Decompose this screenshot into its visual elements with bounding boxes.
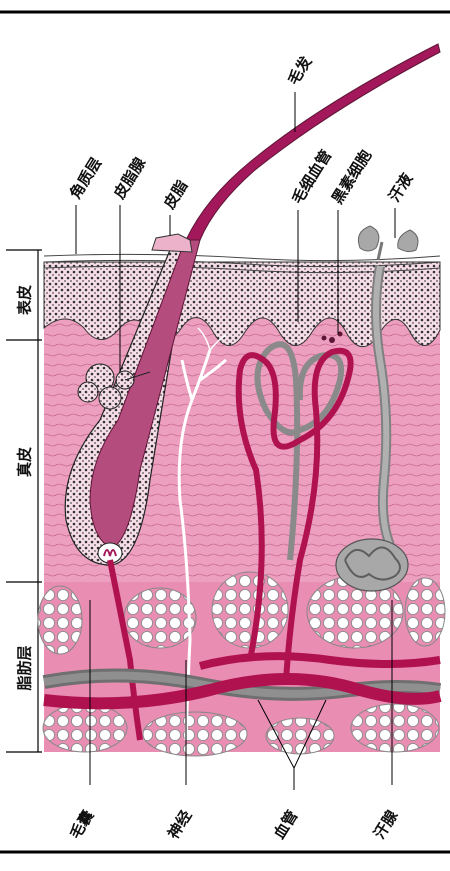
hair-shaft: [185, 43, 441, 241]
label-sweat: 汗液: [385, 169, 417, 205]
label-sebaceous-gland: 皮脂腺: [110, 154, 150, 203]
label-nerve: 神经: [164, 807, 195, 842]
capillaries: [235, 341, 354, 681]
label-stratum-corneum: 角质层: [66, 154, 105, 202]
sebaceous-gland: [77, 363, 151, 410]
label-dermis: 真皮: [16, 447, 34, 477]
label-fat-layer: 脂肪层: [16, 645, 34, 690]
sweat-droplets: [357, 225, 419, 261]
label-melanocyte: 黑素细胞: [328, 147, 375, 207]
label-sweat-gland: 汗腺: [370, 806, 402, 842]
sebum: [151, 233, 193, 253]
blood-vessels: [42, 652, 442, 710]
label-hair-follicle: 毛囊: [66, 806, 98, 842]
label-epidermis: 表皮: [16, 285, 34, 315]
follicle-vessel: [107, 559, 143, 741]
hair-root: [89, 239, 201, 549]
bottom-callouts: [89, 600, 393, 790]
sweat-gland: [335, 265, 409, 592]
layer-bracket: [6, 249, 42, 753]
label-hair: 毛发: [284, 52, 316, 88]
label-blood-vessel: 血管: [270, 807, 301, 842]
top-callouts: [75, 92, 396, 372]
label-sebum: 皮脂: [160, 177, 191, 212]
melanocytes: [321, 331, 343, 343]
fat-lobules: [37, 571, 446, 757]
